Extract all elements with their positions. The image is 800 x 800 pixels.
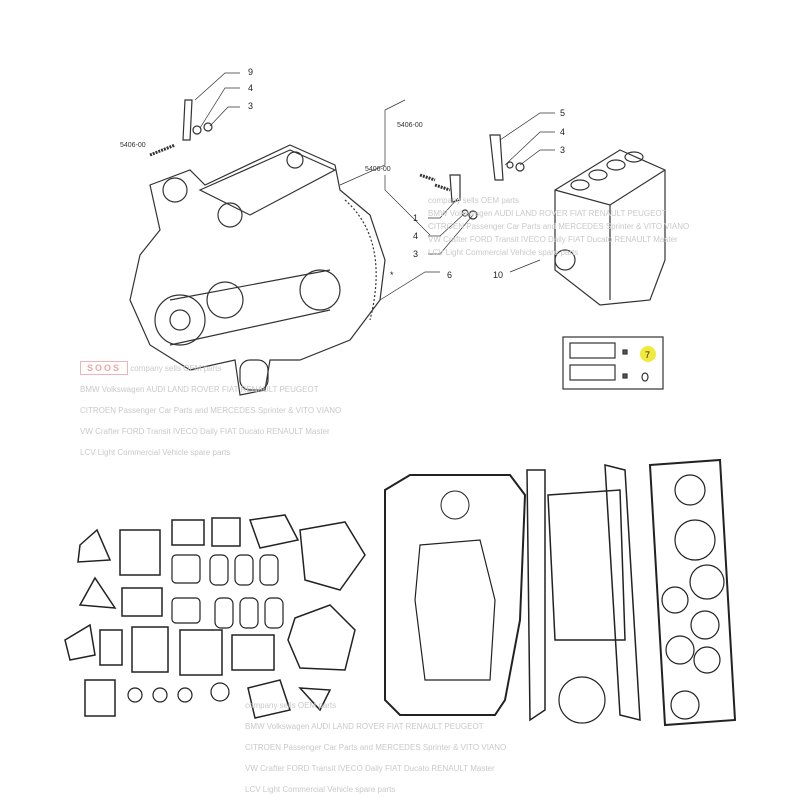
watermark-line: BMW Volkswagen AUDI LAND ROVER FIAT RENA… xyxy=(80,385,319,394)
callout-5: 5 xyxy=(560,108,565,118)
watermark-block: SOOS company sells OEM parts BMW Volkswa… xyxy=(80,358,341,463)
callout-9: 9 xyxy=(248,67,253,77)
watermark-line: LCV Light Commercial Vehicle spare parts xyxy=(245,785,396,794)
callout-3: 3 xyxy=(413,249,418,259)
callout-4: 4 xyxy=(413,231,418,241)
callout-10: 10 xyxy=(493,270,503,280)
watermark-line: CITROEN Passenger Car Parts and MERCEDES… xyxy=(245,743,507,752)
watermark-line: VW Crafter FORD Transit IVECO Daily FIAT… xyxy=(80,427,330,436)
gasket-set-illustration xyxy=(64,458,737,727)
watermark-line: LCV Light Commercial Vehicle spare parts xyxy=(80,448,231,457)
watermark-line: CITROEN Passenger Car Parts and MERCEDES… xyxy=(428,222,690,231)
watermark-logo: SOOS xyxy=(80,361,129,375)
engine-illustration xyxy=(129,144,386,396)
watermark-line: CITROEN Passenger Car Parts and MERCEDES… xyxy=(80,406,342,415)
watermark-line: company sells OEM parts xyxy=(428,196,520,205)
watermark-line: company sells OEM parts xyxy=(130,364,222,373)
part-code: 5406-00 xyxy=(120,142,146,149)
watermark-line: BMW Volkswagen AUDI LAND ROVER FIAT RENA… xyxy=(428,209,667,218)
watermark-line: VW Crafter FORD Transit IVECO Daily FIAT… xyxy=(428,235,678,244)
callout-7: 7 xyxy=(645,350,650,360)
watermark-block: company sells OEM parts BMW Volkswagen A… xyxy=(245,695,506,800)
watermark-line: LCV Light Commercial Vehicle spare parts xyxy=(428,248,579,257)
callout-4: 4 xyxy=(248,83,253,93)
part-code: 5406-00 xyxy=(397,122,423,129)
engine-block-illustration xyxy=(554,149,666,306)
callout-3: 3 xyxy=(248,101,253,111)
watermark-line: VW Crafter FORD Transit IVECO Daily FIAT… xyxy=(245,764,495,773)
watermark-block: company sells OEM parts BMW Volkswagen A… xyxy=(428,194,689,259)
callout-3: 3 xyxy=(560,145,565,155)
callout-4: 4 xyxy=(560,127,565,137)
callout-1: 1 xyxy=(413,213,418,223)
watermark-line: BMW Volkswagen AUDI LAND ROVER FIAT RENA… xyxy=(245,722,484,731)
callout-6: 6 xyxy=(447,270,452,280)
asterisk-mark: * xyxy=(390,270,394,280)
part-code: 5406-00 xyxy=(365,166,391,173)
watermark-line: company sells OEM parts xyxy=(245,701,337,710)
highlight-marker xyxy=(640,346,656,362)
gasket-kit-box xyxy=(562,336,664,390)
